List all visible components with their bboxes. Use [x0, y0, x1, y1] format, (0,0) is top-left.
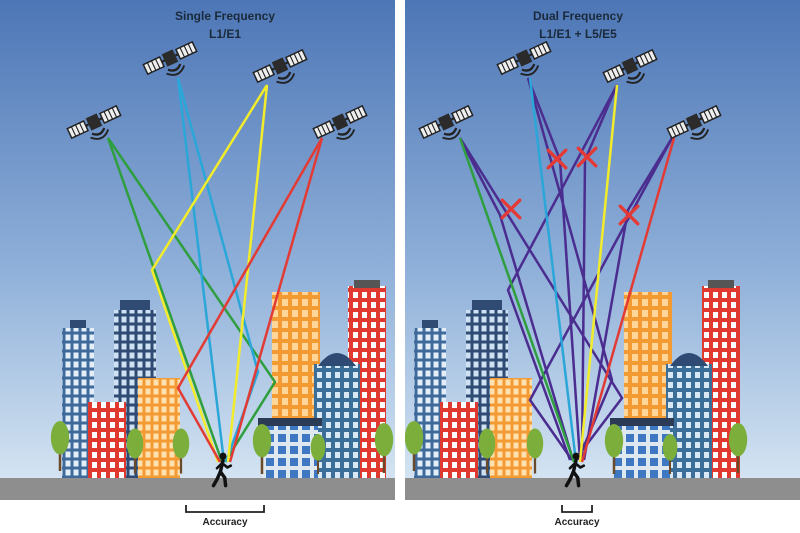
left-ground [0, 478, 395, 500]
blue-signal-direct [528, 77, 578, 463]
panel-divider [395, 0, 405, 533]
yellow-signal-direct [226, 84, 269, 463]
left-signals [106, 77, 324, 463]
left-panel-title: Single Frequency [175, 9, 275, 23]
multipath-signal [458, 137, 575, 461]
left-panel: Single Frequency L1/E1 [0, 0, 395, 528]
building-dome [318, 353, 356, 366]
building [708, 280, 734, 288]
building [88, 402, 126, 478]
right-signals [458, 77, 676, 463]
left-accuracy-label: Accuracy [202, 517, 247, 528]
building-dome [670, 353, 708, 366]
red-signal-direct [228, 137, 324, 463]
building [472, 300, 502, 310]
building [440, 402, 478, 478]
building [354, 280, 380, 288]
red-signal-direct [580, 137, 676, 463]
storefront-awning [258, 418, 322, 426]
left-panel-subtitle: L1/E1 [209, 27, 241, 41]
building [490, 378, 532, 478]
multipath-signal [458, 137, 624, 461]
blue-signal-direct [176, 77, 226, 463]
building [138, 378, 180, 478]
red-signal-reflected [176, 137, 324, 463]
building [120, 300, 150, 310]
right-cityscape [404, 280, 748, 478]
right-panel: Dual Frequency L1/E1 + L5/E5 [404, 0, 800, 528]
yellow-signal-reflected [150, 84, 269, 463]
building [272, 292, 320, 422]
blue-signal-reflected [176, 77, 260, 463]
right-ground [405, 478, 800, 500]
right-panel-subtitle: L1/E1 + L5/E5 [539, 27, 617, 41]
green-signal-direct [458, 137, 576, 463]
multipath-signal [506, 84, 619, 461]
right-accuracy-bracket [561, 505, 593, 513]
storefront [614, 422, 670, 478]
building [70, 320, 86, 328]
storefront [262, 422, 318, 478]
yellow-signal-direct [578, 84, 619, 463]
green-signal-reflected [106, 137, 277, 463]
building [422, 320, 438, 328]
right-panel-title: Dual Frequency [533, 9, 623, 23]
right-accuracy-label: Accuracy [554, 517, 599, 528]
left-accuracy-bracket [185, 505, 265, 513]
green-signal-direct [106, 137, 224, 463]
multipath-signal [582, 137, 674, 461]
building [624, 292, 672, 422]
storefront-awning [610, 418, 674, 426]
left-cityscape [50, 280, 394, 478]
